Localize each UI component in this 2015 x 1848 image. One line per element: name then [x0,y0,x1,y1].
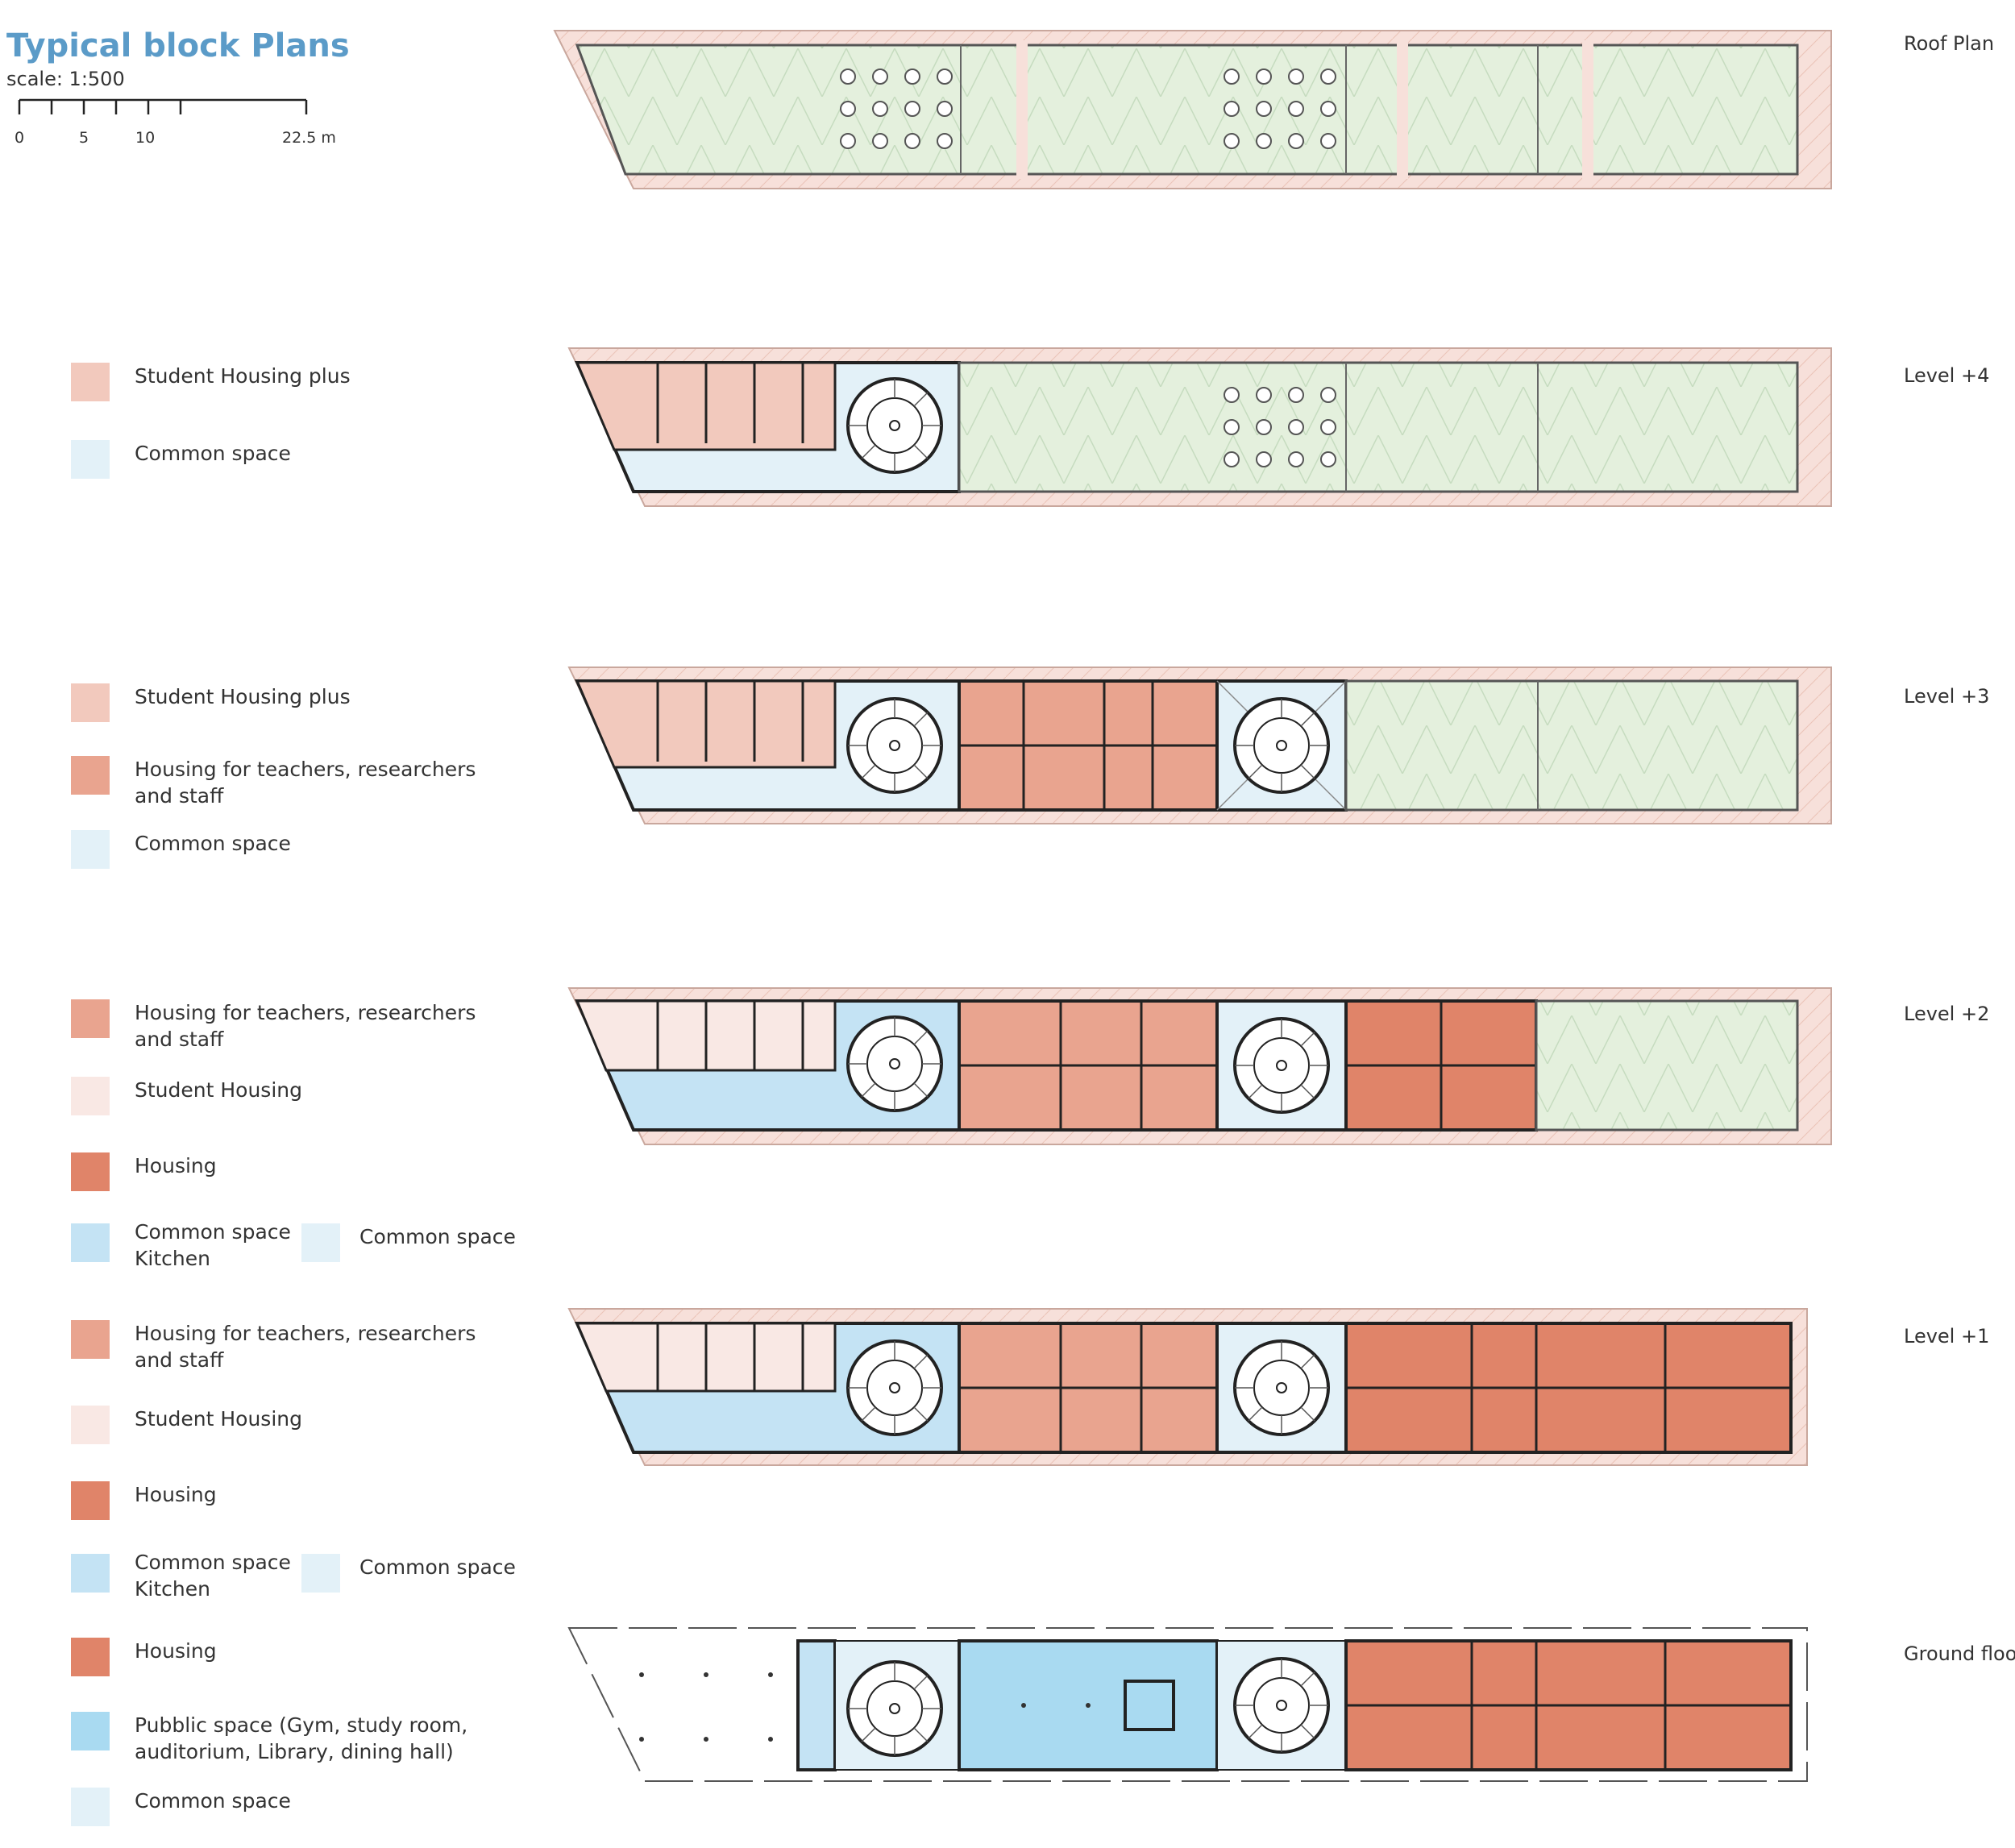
level-plus-2-plan [567,987,1832,1145]
legend-swatch [71,363,110,401]
legend-swatch [71,1788,110,1826]
legend-swatch [71,1554,110,1593]
scale-tick-0: 0 [15,129,25,147]
legend-swatch [71,1406,110,1444]
legend-swatch [71,756,110,795]
legend-label: Common space Kitchen [135,1220,291,1270]
legend-label: Common space [135,442,291,465]
legend-swatch [301,1223,340,1262]
legend-label: Housing for teachers, researchers and st… [135,1322,476,1372]
legend-label: Housing for teachers, researchers and st… [135,758,476,808]
legend-label: Common space [135,832,291,855]
legend-swatch [71,1320,110,1359]
legend-label: Common space [359,1555,516,1579]
level-plus-4-plan [567,347,1832,507]
level-label-plus-3: Level +3 [1904,685,1990,708]
legend-label: Student Housing plus [135,364,351,388]
legend-label: Common space [135,1789,291,1813]
legend-label: Housing [135,1639,217,1663]
level-label-roof: Roof Plan [1904,32,1995,55]
legend-label: Housing [135,1483,217,1506]
skylight-icons [840,69,1336,149]
legend-swatch [301,1554,340,1593]
ground-floor-plan [567,1627,1808,1782]
roof-plan [553,30,1832,189]
legend-swatch [71,1077,110,1115]
legend-label: Housing for teachers, researchers and st… [135,1001,476,1051]
legend-swatch [71,440,110,479]
legend-swatch [71,999,110,1038]
legend-label: Pubblic space (Gym, study room, auditori… [135,1713,468,1763]
legend-label: Student Housing [135,1078,302,1102]
level-plus-1-plan [567,1308,1808,1466]
legend-swatch [71,1223,110,1262]
legend-swatch [71,1481,110,1520]
scale-text: scale: 1:500 [6,68,125,90]
scale-tick-22-5: 22.5 m [282,129,336,147]
level-label-plus-4: Level +4 [1904,364,1990,387]
legend-swatch [71,1638,110,1676]
level-label-plus-1: Level +1 [1904,1325,1990,1348]
legend-label: Student Housing plus [135,685,351,708]
level-label-ground: Ground floor [1904,1642,2015,1665]
legend-swatch [71,683,110,722]
legend-swatch [71,830,110,869]
level-plus-3-plan [567,667,1832,824]
legend-label: Housing [135,1154,217,1177]
legend-label: Common space Kitchen [135,1551,291,1601]
page-title: Typical block Plans [6,27,350,64]
legend-swatch [71,1152,110,1191]
legend-label: Common space [359,1225,516,1248]
legend-label: Student Housing [135,1407,302,1431]
scale-tick-5: 5 [79,129,89,147]
level-label-plus-2: Level +2 [1904,1003,1990,1025]
scale-bar [18,98,308,114]
legend-swatch [71,1712,110,1750]
scale-tick-10: 10 [135,129,156,147]
